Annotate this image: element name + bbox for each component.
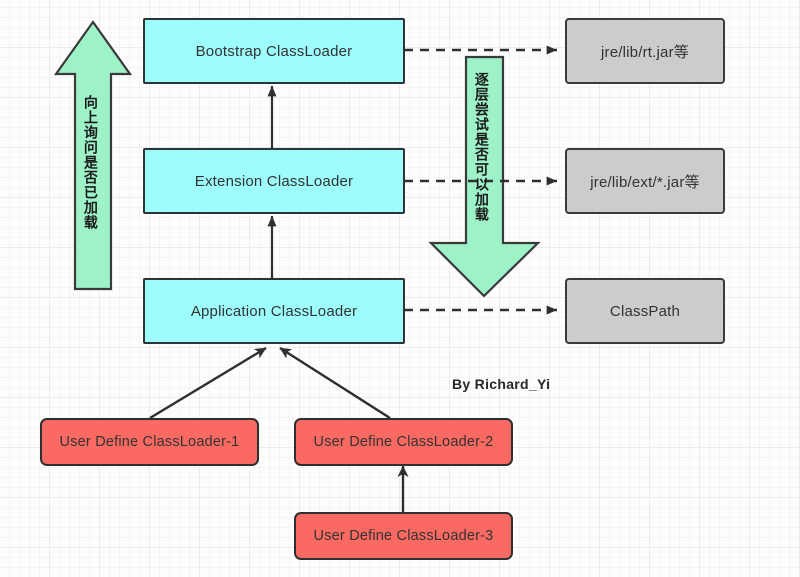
node-extension-classloader[interactable]: Extension ClassLoader: [143, 148, 405, 214]
arrow-udcl1-to-application: [149, 346, 267, 420]
node-ext-jar[interactable]: jre/lib/ext/*.jar等: [565, 148, 725, 214]
node-label: User Define ClassLoader-3: [313, 528, 494, 544]
node-bootstrap-classloader[interactable]: Bootstrap ClassLoader: [143, 18, 405, 84]
node-user-define-classloader-2[interactable]: User Define ClassLoader-2: [294, 418, 513, 466]
node-label: Extension ClassLoader: [194, 172, 354, 190]
author-credit: By Richard_Yi: [452, 376, 551, 392]
node-classpath[interactable]: ClassPath: [565, 278, 725, 344]
node-label: Application ClassLoader: [190, 302, 358, 320]
node-label: User Define ClassLoader-1: [59, 434, 240, 450]
node-user-define-classloader-1[interactable]: User Define ClassLoader-1: [40, 418, 259, 466]
node-label: User Define ClassLoader-2: [313, 434, 494, 450]
down-arrow-label: 逐层尝试是否可以加载: [472, 72, 489, 222]
arrow-udcl2-to-application: [279, 346, 391, 420]
node-rt-jar[interactable]: jre/lib/rt.jar等: [565, 18, 725, 84]
node-user-define-classloader-3[interactable]: User Define ClassLoader-3: [294, 512, 513, 560]
node-label: ClassPath: [609, 302, 681, 320]
node-application-classloader[interactable]: Application ClassLoader: [143, 278, 405, 344]
node-label: jre/lib/rt.jar等: [600, 43, 689, 61]
up-arrow-label: 向上询问是否已加载: [81, 95, 98, 230]
node-label: jre/lib/ext/*.jar等: [590, 173, 700, 191]
node-label: Bootstrap ClassLoader: [195, 42, 353, 60]
